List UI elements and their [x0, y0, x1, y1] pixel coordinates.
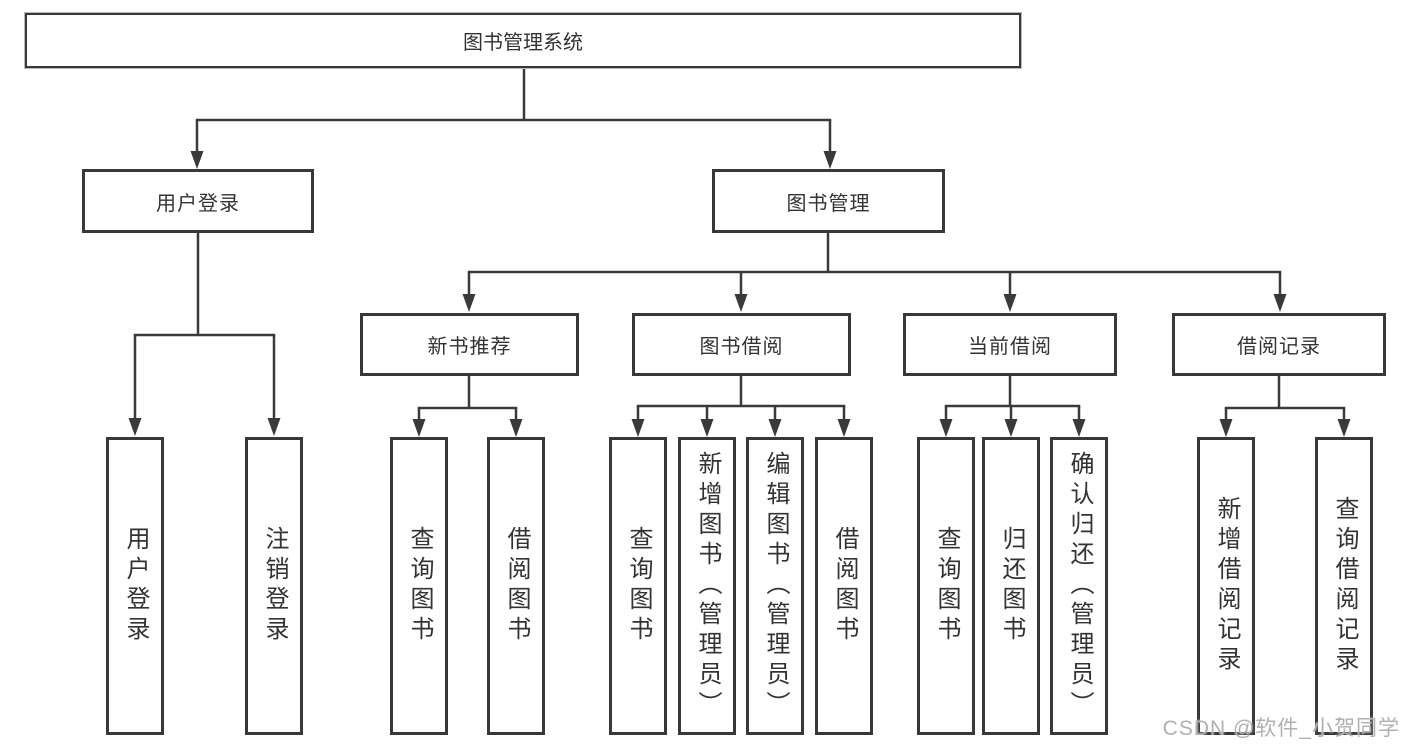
node-borrow-records: 借阅记录 — [1172, 313, 1386, 376]
leaf-return-books: 归还图书 — [982, 437, 1040, 735]
leaf-confirm-return-admin: 确认归还（管理员） — [1050, 437, 1108, 735]
leaf-query-books-current: 查询图书 — [917, 437, 975, 735]
node-user-login-branch: 用户登录 — [82, 169, 314, 233]
node-current-borrow: 当前借阅 — [903, 313, 1117, 376]
leaf-query-books-borrow: 查询图书 — [609, 437, 667, 735]
leaf-logout: 注销登录 — [245, 437, 303, 735]
leaf-borrow-books: 借阅图书 — [815, 437, 873, 735]
node-new-book-recommend: 新书推荐 — [360, 313, 579, 376]
leaf-query-borrow-record: 查询借阅记录 — [1315, 437, 1373, 735]
node-book-borrow: 图书借阅 — [632, 313, 851, 376]
leaf-query-books-recommend: 查询图书 — [390, 437, 448, 735]
leaf-add-book-admin: 新增图书（管理员） — [678, 437, 736, 735]
leaf-borrow-books-recommend: 借阅图书 — [487, 437, 545, 735]
leaf-edit-book-admin: 编辑图书（管理员） — [746, 437, 804, 735]
node-root: 图书管理系统 — [25, 13, 1021, 68]
leaf-user-login: 用户登录 — [106, 437, 164, 735]
csdn-watermark: CSDN @软件_小贺同学 — [1162, 717, 1400, 740]
leaf-add-borrow-record: 新增借阅记录 — [1197, 437, 1255, 735]
node-book-management: 图书管理 — [712, 169, 945, 233]
